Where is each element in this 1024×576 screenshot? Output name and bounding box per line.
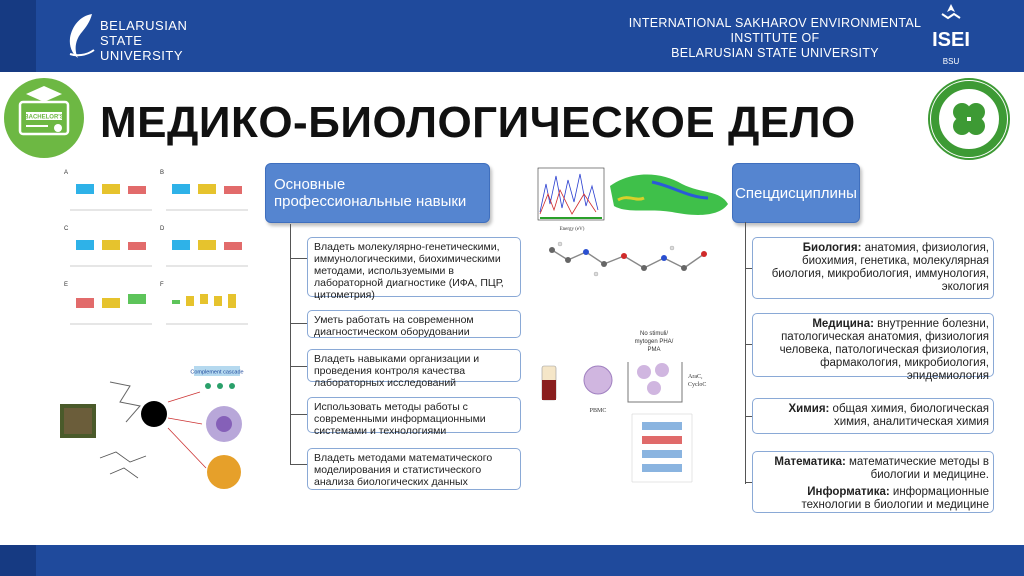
boxplot-panel-b	[166, 184, 248, 211]
skill-item: Использовать методы работы с современным…	[307, 397, 521, 437]
specs-tree-line	[745, 222, 746, 484]
boxplot-panel-f	[166, 294, 248, 325]
mitogen-label: mytogen PHA/	[635, 339, 674, 345]
isei-line-2: INSTITUTE OF	[730, 31, 820, 45]
spec-medicine: Медицина: внутренние болезни, патологиче…	[752, 313, 994, 382]
spec-connector	[745, 344, 752, 345]
bachelor-badge: BACHELOR'S	[4, 78, 84, 158]
panel-f-label: F	[160, 282, 164, 288]
no-stimuli-label: No stimuli/	[640, 331, 668, 337]
skills-heading: Основные профессиональные навыки	[265, 163, 490, 223]
isei-line-3: BELARUSIAN STATE UNIVERSITY	[671, 46, 879, 60]
boxplot-panel-a	[70, 184, 152, 211]
pbmc-figure: No stimuli/ mytogen PHA/ PMA PBMC AraC, …	[541, 331, 706, 483]
bottom-banner	[0, 545, 1024, 576]
boxplot-panel-c	[70, 240, 152, 267]
spec-math: Математика: математические методы в биол…	[757, 456, 989, 482]
cycloc-label: CycloC	[688, 382, 706, 388]
energy-axis-label: Energy (eV)	[560, 227, 585, 232]
pbmc-label: PBMC	[590, 408, 607, 414]
arac-label: AraC,	[688, 374, 703, 380]
page-title: МЕДИКО-БИОЛОГИЧЕСКОЕ ДЕЛО	[100, 98, 856, 147]
spec-math-label: Математика:	[774, 456, 846, 468]
spec-medicine-text: внутренние болезни, патологическая анато…	[779, 318, 989, 382]
spec-biology-label: Биология:	[802, 242, 862, 254]
bsu-line-3: UNIVERSITY	[100, 48, 184, 63]
spec-chemistry: Химия: общая химия, биологическая химия,…	[752, 398, 994, 434]
complement-label: Complement cascade	[190, 370, 243, 376]
boxplot-panel-e	[70, 294, 152, 325]
spec-biology: Биология: анатомия, физиология, биохимия…	[752, 237, 994, 299]
skill-connector	[290, 464, 307, 465]
spec-informatics: Информатика: информационные технологии в…	[757, 486, 990, 512]
bsu-swan-logo-icon	[69, 14, 95, 58]
isei-name: INTERNATIONAL SAKHAROV ENVIRONMENTAL INS…	[620, 16, 930, 61]
skill-item: Владеть методами математического моделир…	[307, 448, 521, 490]
bsu-line-2: STATE	[100, 33, 143, 48]
spec-informatics-text: информационные технологии в биологии и м…	[801, 486, 990, 511]
panel-c-label: C	[64, 226, 69, 232]
isei-line-1: INTERNATIONAL SAKHAROV ENVIRONMENTAL	[628, 16, 922, 30]
panel-d-label: D	[160, 226, 165, 232]
bsu-name: BELARUSIAN STATE UNIVERSITY	[100, 18, 187, 63]
diploma-icon: BACHELOR'S	[18, 86, 70, 136]
boxplot-figure: A B C D E F	[60, 164, 250, 339]
spec-chemistry-text: общая химия, биологическая химия, аналит…	[829, 403, 989, 428]
molecule-ball-stick	[549, 241, 707, 277]
isei-logo-icon: ISEI BSU	[932, 4, 970, 66]
panel-e-label: E	[64, 282, 68, 288]
top-banner: BELARUSIAN STATE UNIVERSITY INTERNATIONA…	[0, 0, 1024, 72]
isei-logo-text: ISEI	[932, 29, 970, 51]
skill-connector	[290, 323, 307, 324]
skills-tree-line	[290, 224, 291, 464]
badge-label: BACHELOR'S	[24, 115, 63, 121]
skill-connector	[290, 366, 307, 367]
skill-item: Уметь работать на современном диагностич…	[307, 310, 521, 338]
spec-biology-text: анатомия, физиология, биохимия, генетика…	[771, 242, 989, 293]
complement-cascade-figure: Complement cascade	[60, 366, 244, 489]
skill-connector	[290, 414, 307, 415]
banner-stripe	[0, 0, 36, 72]
spec-informatics-label: Информатика:	[807, 486, 890, 498]
spectrum-molecule-figure: Energy (eV)	[537, 167, 728, 277]
spec-chemistry-label: Химия:	[788, 403, 830, 415]
faculty-clover-logo-icon	[928, 78, 1010, 160]
bsu-line-1: BELARUSIAN	[100, 18, 188, 33]
panel-a-label: A	[64, 170, 68, 176]
panel-b-label: B	[160, 170, 164, 176]
skill-connector	[290, 258, 307, 259]
spec-connector	[745, 268, 752, 269]
boxplot-panel-d	[166, 240, 248, 267]
skill-item: Владеть молекулярно-генетическими, иммун…	[307, 237, 521, 301]
isei-logo-sub: BSU	[943, 57, 960, 66]
spec-math-text: математические методы в биологии и медиц…	[845, 456, 989, 481]
spec-medicine-label: Медицина:	[812, 318, 874, 330]
bottom-stripe	[0, 545, 36, 576]
spec-connector	[745, 416, 752, 417]
spec-connector	[745, 482, 752, 483]
spec-math-informatics: Математика: математические методы в биол…	[752, 451, 994, 513]
pma-label: PMA	[647, 347, 660, 353]
skill-item: Владеть навыками организации и проведени…	[307, 349, 521, 389]
specs-heading: Спецдисциплины	[732, 163, 860, 223]
